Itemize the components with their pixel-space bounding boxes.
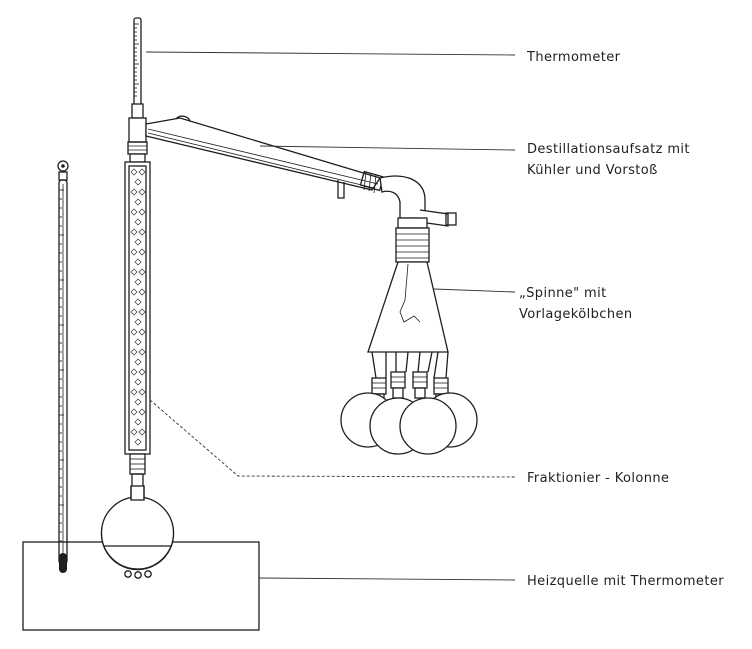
receiver-flasks [340, 371, 478, 455]
label-spinne-line1: „Spinne" mit [519, 286, 607, 301]
leader-spinne [433, 288, 516, 293]
main-thermometer [131, 17, 144, 126]
label-spinne-line2: Vorlagekölbchen [519, 307, 633, 322]
label-heater: Heizquelle mit Thermometer [527, 574, 724, 589]
label-distillation-head-line2: Kühler und Vorstoß [527, 163, 658, 178]
leader-lines [145, 51, 516, 581]
distillation-head [127, 115, 457, 263]
leader-head [259, 145, 516, 151]
fractionating-column [124, 153, 151, 489]
receiver-flask-3 [399, 371, 457, 455]
leader-column [149, 399, 516, 478]
label-thermometer: Thermometer [526, 50, 621, 65]
bath-thermometer [57, 160, 69, 573]
labels: Thermometer Destillationsaufsatz mit Küh… [519, 50, 724, 589]
spinne-cow-receiver [367, 261, 449, 379]
label-fractionating-column: Fraktionier - Kolonne [527, 471, 669, 486]
label-distillation-head-line1: Destillationsaufsatz mit [527, 142, 690, 157]
boiling-flask [100, 485, 175, 579]
leader-thermometer [145, 51, 516, 56]
leader-heater [258, 577, 516, 581]
